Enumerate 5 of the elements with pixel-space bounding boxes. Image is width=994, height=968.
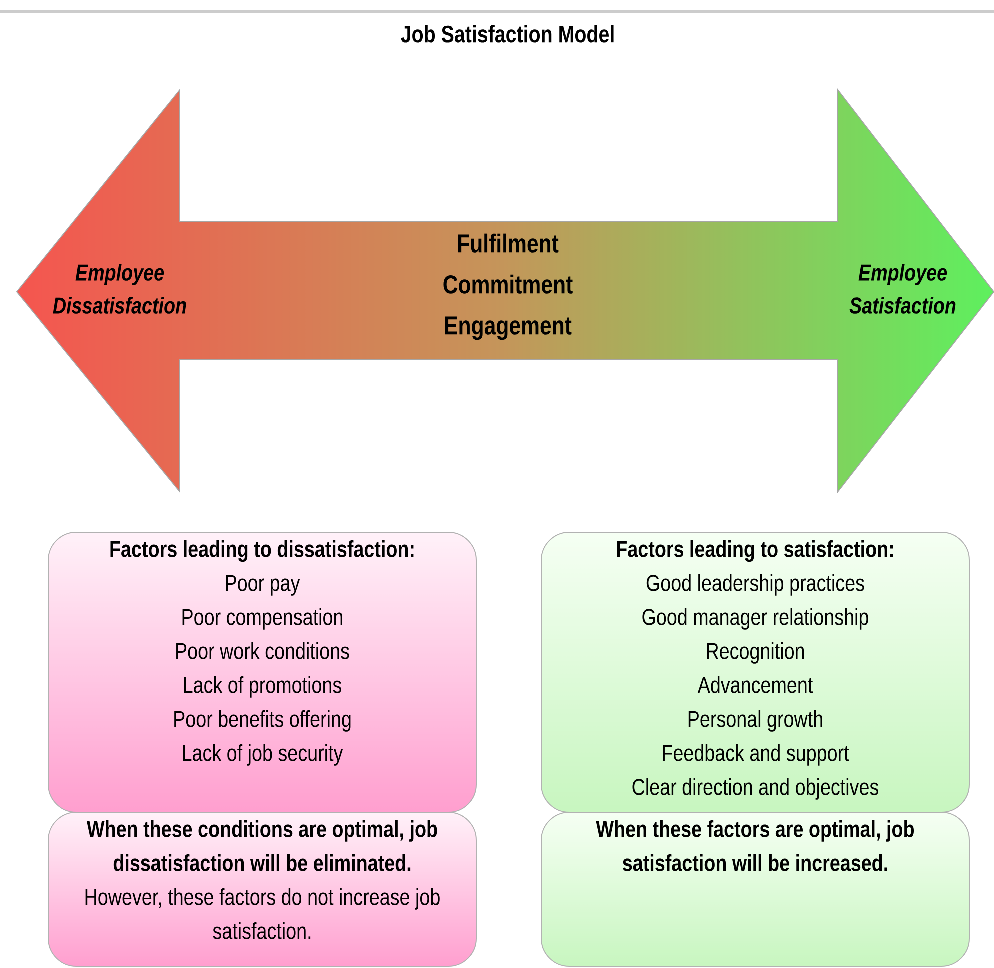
factor-box: Factors leading to satisfaction: Good leadership practices Good manager relationship Recognition Advancement Personal growth Feedback and support Clear direction and objectives xyxy=(541,532,970,813)
factor-box: Factors leading to dissatisfaction: Poor pay Poor compensation Poor work conditions Lack of promotions Poor benefits offering Lack of job security xyxy=(48,532,477,813)
note-box: When these conditions are optimal, job dissatisfaction will be eliminated. However, these factors do not increase job satisfaction. xyxy=(48,812,477,967)
title: Job Satisfaction Model xyxy=(401,25,614,43)
note-box: When these factors are optimal, job satisfaction will be increased. xyxy=(541,812,970,967)
